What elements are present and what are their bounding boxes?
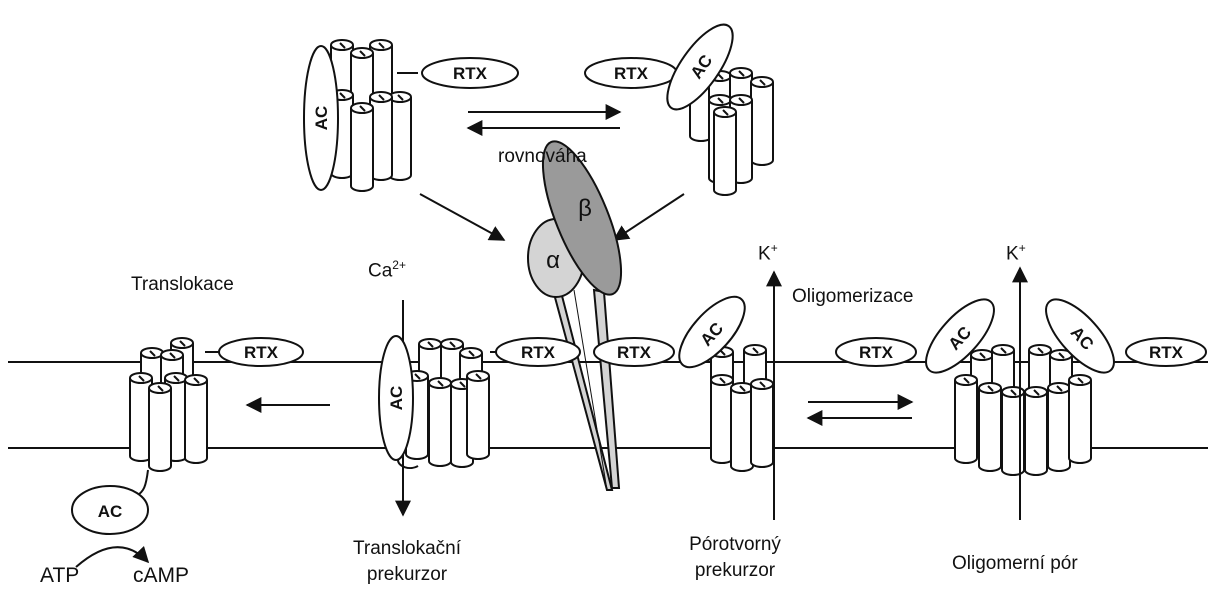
camp-label: cAMP <box>133 563 189 588</box>
pore-precursor-line1: Pórotvorný <box>660 534 810 557</box>
potassium-ion-label-2: K+ <box>1006 241 1026 266</box>
potassium-ion-label-1: K+ <box>758 241 778 266</box>
oligomerization-label: Oligomerizace <box>792 286 913 309</box>
potassium-symbol: K <box>1006 243 1019 264</box>
toxin-top-right: RTX AC <box>585 15 773 195</box>
potassium-charge: + <box>771 241 778 255</box>
potassium-symbol: K <box>758 243 771 264</box>
pore-precursor-line2: prekurzor <box>660 560 810 583</box>
calcium-ion-label: Ca2+ <box>368 258 406 283</box>
rtx-domain-label: RTX <box>859 343 894 362</box>
integrin-receptor: α β <box>527 132 637 490</box>
rtx-domain-label: RTX <box>453 64 488 83</box>
rtx-domain-label: RTX <box>617 343 652 362</box>
ac-domain-label: AC <box>387 386 406 411</box>
potassium-charge: + <box>1019 241 1026 255</box>
oligomerization-arrows <box>808 402 912 418</box>
translocation-precursor-label: Translokační prekurzor <box>322 538 492 587</box>
calcium-symbol: Ca <box>368 260 392 281</box>
oligomeric-pore-label: Oligomerní pór <box>952 553 1078 576</box>
calcium-charge: 2+ <box>392 258 406 272</box>
alpha-label: α <box>546 247 560 274</box>
rtx-domain-label: RTX <box>244 343 279 362</box>
rtx-domain-label: RTX <box>521 343 556 362</box>
translocation-precursor-line2: prekurzor <box>322 564 492 587</box>
atp-label: ATP <box>40 563 79 588</box>
translocated-toxin: RTX AC <box>72 338 330 567</box>
translocation-label: Translokace <box>131 274 234 297</box>
translocation-precursor-line1: Translokační <box>322 538 492 561</box>
ac-domain-label: AC <box>98 502 123 521</box>
rtx-domain-label: RTX <box>1149 343 1184 362</box>
equilibrium-label: rovnováha <box>498 146 587 169</box>
pore-forming-precursor: RTX AC <box>594 272 774 520</box>
rtx-domain-label: RTX <box>614 64 649 83</box>
pore-precursor-label: Pórotvorný prekurzor <box>660 534 810 583</box>
translocation-precursor: AC RTX <box>379 300 580 515</box>
ac-domain-label: AC <box>312 106 331 131</box>
toxin-top-left: AC RTX <box>304 40 518 191</box>
beta-label: β <box>578 195 592 222</box>
